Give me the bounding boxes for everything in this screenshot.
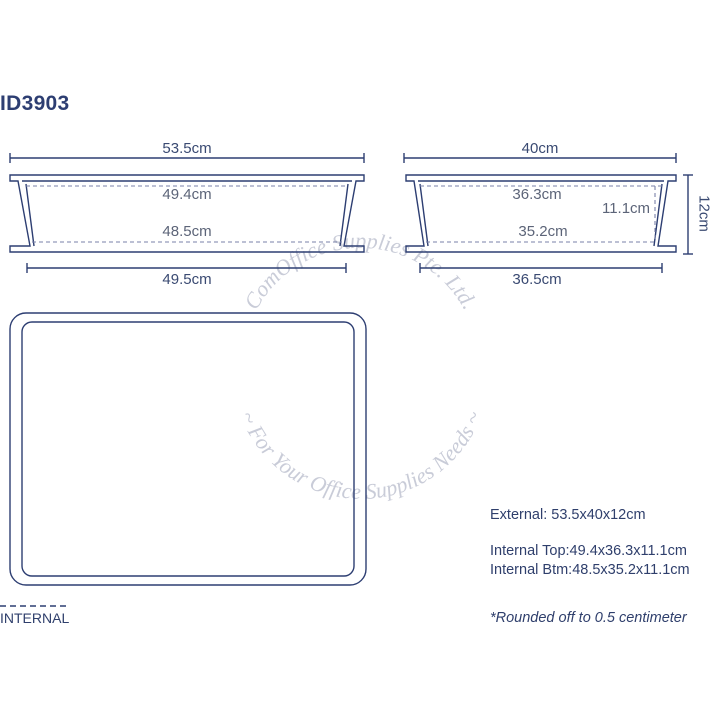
short-internal-top-label: 36.3cm [512, 186, 562, 203]
long-internal-bottom-label: 48.5cm [162, 223, 212, 240]
short-internal-depth-label: 11.1cm [601, 200, 651, 217]
short-internal-bottom-label: 35.2cm [518, 223, 568, 240]
long-bottom-width-label: 49.5cm [162, 271, 212, 288]
legend-internal-label: INTERNAL [0, 610, 70, 626]
short-internal-dashes [420, 185, 662, 243]
watermark: ComOffice Supplies Pte. Ltd. ~ For Your … [235, 228, 486, 504]
short-side-view [403, 153, 693, 273]
internal-top-spec: Internal Top:49.4x36.3x11.1cm [490, 543, 687, 559]
short-bottom-width-label: 36.5cm [512, 271, 562, 288]
long-internal-top-label: 49.4cm [162, 186, 212, 203]
top-view-inner [21, 321, 355, 577]
watermark-line-1: ComOffice Supplies Pte. Ltd. [239, 228, 483, 314]
long-top-width-label: 53.5cm [162, 140, 212, 157]
product-code: ID3903 [0, 92, 70, 115]
watermark-line-2: ~ For Your Office Supplies Needs ~ [235, 407, 486, 504]
short-top-width-label: 40cm [521, 140, 559, 157]
long-internal-dashes [26, 185, 348, 243]
external-spec: External: 53.5x40x12cm [490, 507, 646, 523]
height-label: 12cm [695, 195, 713, 232]
top-view-outer [9, 312, 367, 586]
rounding-note: *Rounded off to 0.5 centimeter [490, 610, 687, 626]
internal-bottom-spec: Internal Btm:48.5x35.2x11.1cm [490, 562, 690, 578]
short-tray-outline [405, 174, 677, 253]
long-tray-outline [9, 174, 365, 253]
long-side-view [9, 153, 365, 273]
top-view [9, 312, 367, 586]
